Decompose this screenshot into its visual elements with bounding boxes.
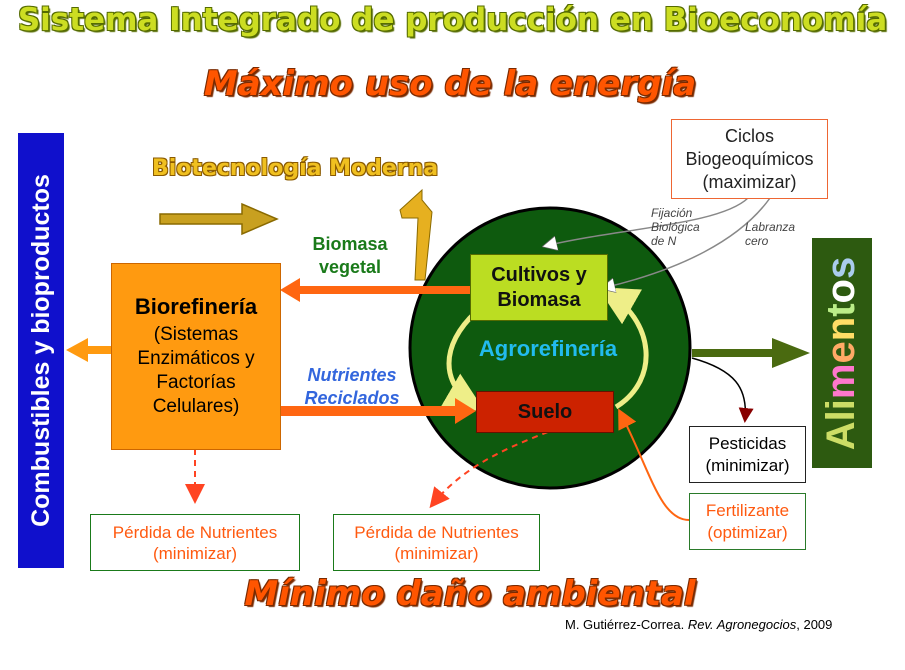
cultivos-line: Biomasa [497,288,581,311]
pesticidas-box: Pesticidas (minimizar) [689,426,806,483]
biotech-arrow [159,202,279,236]
subtitle-min-damage: Mínimo daño ambiental [244,574,696,614]
biotech-hook [399,188,433,281]
biomasa-arrow [280,278,471,302]
biomasa-line: vegetal [318,257,382,277]
ciclos-line: (maximizar) [702,171,797,192]
perdida-line: (minimizar) [152,543,238,563]
credit-journal: Rev. Agronegocios [687,617,797,632]
cycle-arrow-left [440,310,485,412]
cycle-arrow-right [597,287,649,410]
fertilizante-arrow [618,408,690,521]
biorefineria-title: Biorefinería [134,293,258,319]
credit-author: M. Gutiérrez-Correa. [565,617,685,632]
nutrientes-arrow [280,398,476,424]
credit-year: , 2009 [796,617,833,632]
agrorefineria-label: Agrorefinería [478,336,618,361]
biorefineria-line: Factorías [156,371,236,393]
biorefineria-line: (Sistemas [153,323,239,345]
cultivos-box: Cultivos y Biomasa [470,254,608,321]
biorefineria-box: Biorefinería (Sistemas Enzimáticos y Fac… [111,263,281,450]
fertilizante-line: (optimizar) [707,522,788,542]
perdida-box-center: Pérdida de Nutrientes (minimizar) [333,514,540,571]
loss-arrow-center [429,431,549,509]
biotecnologia-label: Biotecnología Moderna [152,156,439,181]
subtitle-max-energy: Máximo uso de la energía [203,64,697,104]
cultivos-line: Cultivos y [491,263,587,286]
ciclos-line: Biogeoquímicos [685,148,814,169]
ciclos-line: Ciclos [724,125,774,146]
alimentos-arrow [692,338,810,368]
perdida-line: (minimizar) [394,543,479,563]
perdida-line: Pérdida de Nutrientes [112,522,278,542]
pesticidas-arrow [691,357,754,423]
combustibles-bar: Combustibles y bioproductos [18,133,64,568]
pesticidas-line: Pesticidas [708,433,787,453]
labranza-arrow [603,197,771,288]
page-title: Sistema Integrado de producción en Bioec… [17,2,888,38]
fijacion-line: Biológica [651,220,700,234]
fijacion-label: Fijación Biológica de N [651,206,700,248]
perdida-box-left: Pérdida de Nutrientes (minimizar) [90,514,300,571]
nutrientes-line: Nutrientes [307,365,397,385]
biorefineria-line: Celulares) [152,395,240,417]
biomasa-line: Biomasa [312,234,388,254]
nutrientes-reciclados-label: Nutrientes Reciclados [287,364,417,410]
fijacion-line: de N [651,234,677,248]
fijacion-arrow [545,197,749,246]
perdida-line: Pérdida de Nutrientes [354,522,519,542]
alimentos-bar: Alimentos [812,238,872,468]
nutrientes-line: Reciclados [304,388,400,408]
fertilizante-line: Fertilizante [705,500,790,520]
labranza-label: Labranza cero [745,220,795,248]
pesticidas-line: (minimizar) [705,455,790,475]
labranza-line: cero [745,234,769,248]
credit-line: M. Gutiérrez-Correa. Rev. Agronegocios, … [565,617,832,632]
labranza-line: Labranza [745,220,796,234]
fijacion-line: Fijación [651,206,693,220]
suelo-box: Suelo [476,391,614,433]
combustibles-arrow [66,338,111,362]
biomasa-vegetal-label: Biomasa vegetal [300,233,400,279]
ciclos-box: Ciclos Biogeoquímicos (maximizar) [671,119,828,199]
biorefineria-line: Enzimáticos y [137,347,255,369]
fertilizante-box: Fertilizante (optimizar) [689,493,806,550]
